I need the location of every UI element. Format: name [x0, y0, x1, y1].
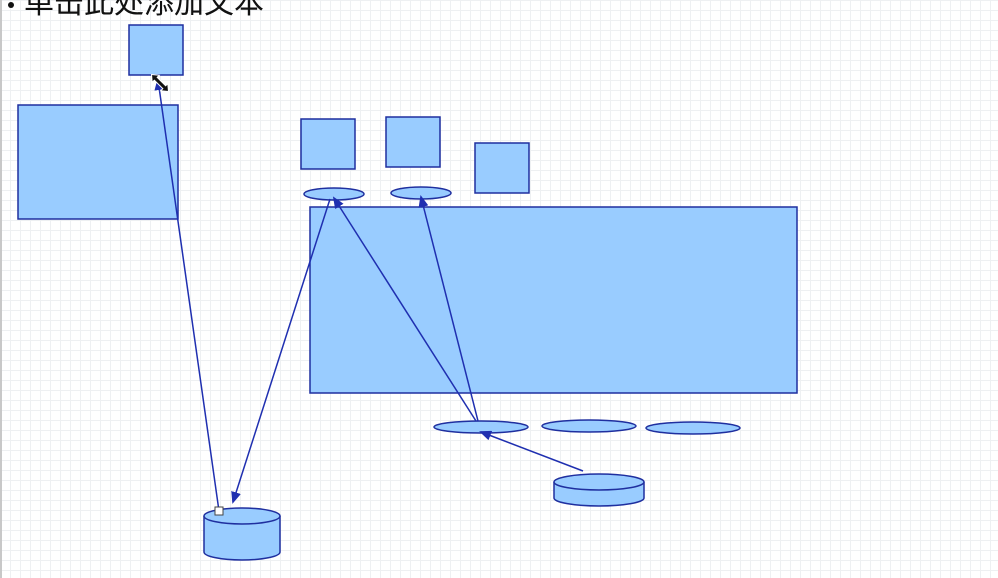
cylinder-right[interactable]: [553, 473, 645, 507]
connector-cylinder-to-small-square[interactable]: [154, 78, 220, 512]
text-placeholder[interactable]: 单击此处添加文本: [8, 0, 264, 22]
selection-handle-icon[interactable]: [214, 506, 224, 516]
ellipse-bottom-1[interactable]: [433, 420, 529, 434]
connector-bottom-ellipse-to-top-ellipse-2[interactable]: [418, 195, 479, 422]
small-square-top-left[interactable]: [128, 24, 184, 76]
ellipse-bottom-3[interactable]: [645, 421, 741, 435]
square-2[interactable]: [385, 116, 441, 168]
left-rectangle[interactable]: [17, 104, 179, 220]
square-3[interactable]: [474, 142, 530, 194]
canvas-left-edge: [0, 0, 2, 578]
connector-cylinder-right-to-ellipse[interactable]: [479, 430, 584, 472]
diagonal-resize-icon: [150, 73, 170, 93]
square-1[interactable]: [300, 118, 356, 170]
placeholder-text: 单击此处添加文本: [24, 0, 264, 21]
large-rectangle[interactable]: [309, 206, 798, 394]
bullet-icon: [8, 1, 14, 8]
ellipse-bottom-2[interactable]: [541, 419, 637, 433]
connector-bottom-ellipse-to-top-ellipse-1[interactable]: [332, 196, 477, 422]
connector-ellipse-to-cylinder-left[interactable]: [231, 198, 331, 504]
cylinder-left[interactable]: [203, 507, 281, 561]
